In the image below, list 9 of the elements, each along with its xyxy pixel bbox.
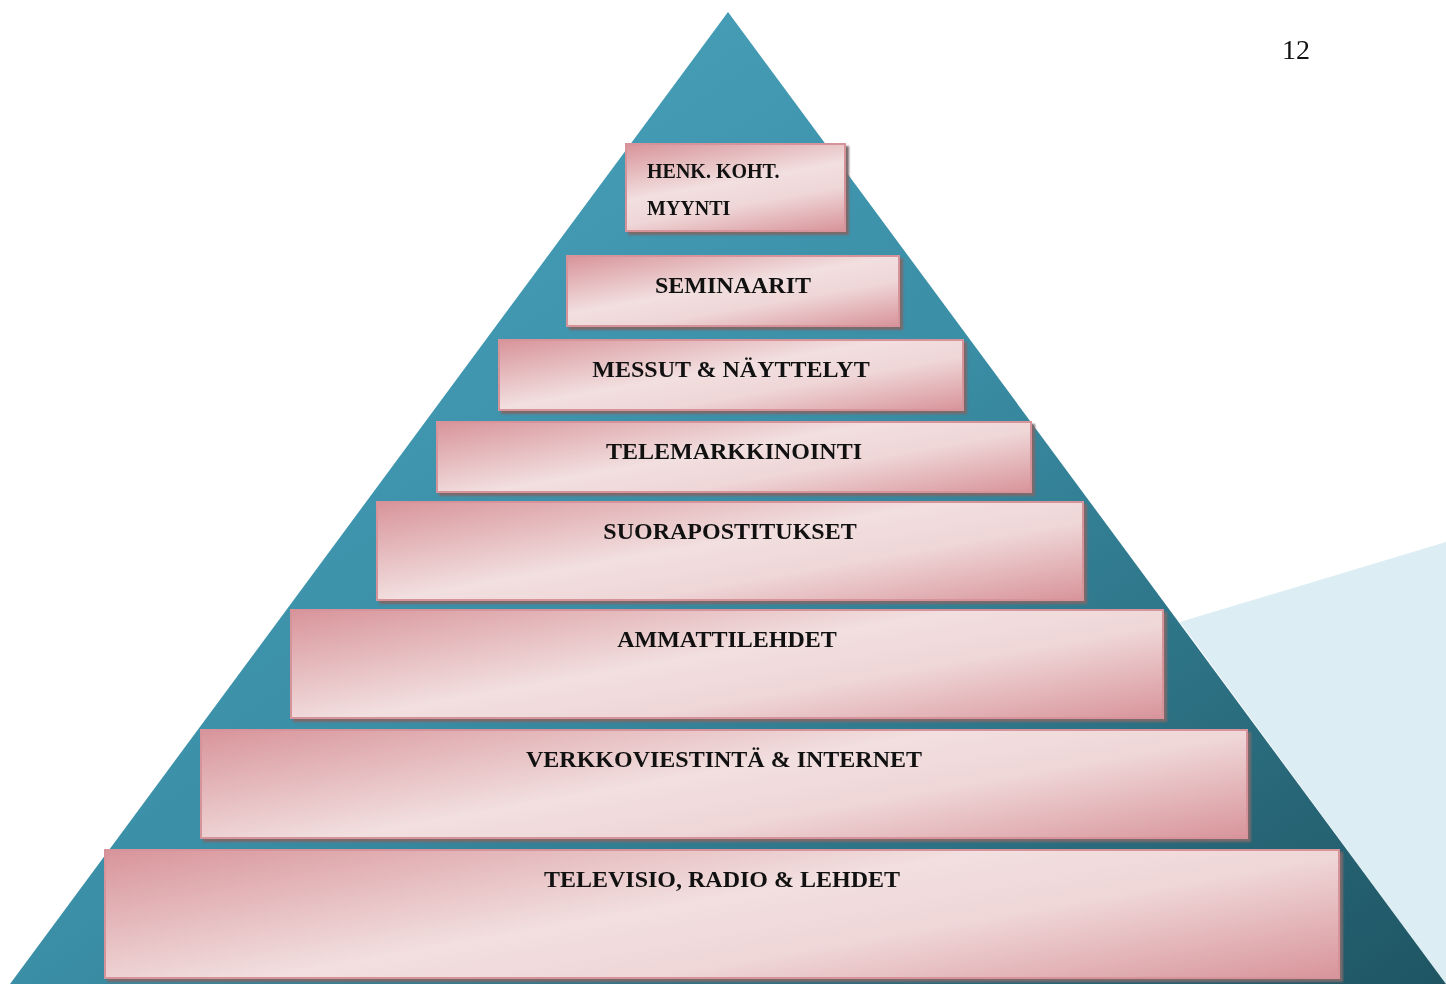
tier-box: SEMINAARIT — [566, 255, 900, 327]
tier-box: TELEMARKKINOINTI — [436, 421, 1032, 493]
tier-box: VERKKOVIESTINTÄ & INTERNET — [200, 729, 1248, 839]
page-number: 12 — [1282, 34, 1310, 66]
tier-box: MESSUT & NÄYTTELYT — [498, 339, 964, 411]
tier-box: SUORAPOSTITUKSET — [376, 501, 1084, 601]
tier-box: HENK. KOHT. MYYNTI — [625, 143, 846, 232]
tier-box: AMMATTILEHDET — [290, 609, 1164, 719]
tier-box: TELEVISIO, RADIO & LEHDET — [104, 849, 1340, 979]
